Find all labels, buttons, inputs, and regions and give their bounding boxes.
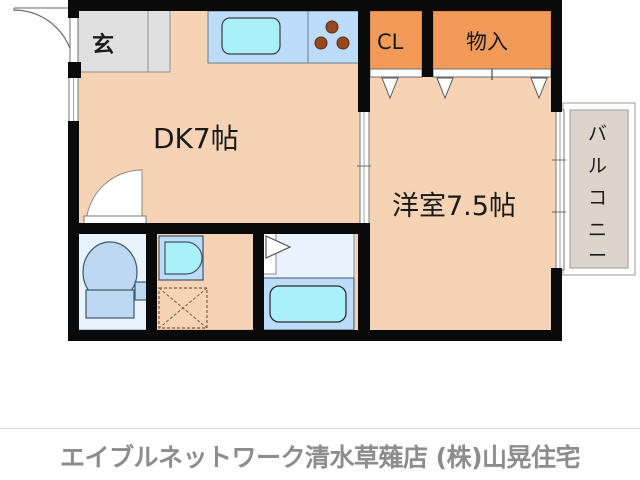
balcony-char-2: コ: [588, 187, 607, 209]
wc-group: [77, 223, 149, 331]
wall-washroom-bath-divider: [253, 223, 264, 341]
storage-label: 物入: [466, 30, 508, 54]
balcony-char-3: ニ: [588, 219, 607, 241]
wash-basin-bowl: [164, 241, 203, 275]
dk-door-swing: [85, 169, 143, 225]
bathtub: [269, 285, 347, 323]
balcony-char-4: ー: [588, 245, 607, 267]
dk-window-left: [68, 74, 79, 124]
storage-group: 物入: [432, 10, 552, 100]
washroom-group: [154, 223, 255, 331]
genkan-step: [147, 9, 171, 73]
storage-hanger-marker-left: [436, 77, 454, 100]
stove-burner-1: [325, 20, 339, 34]
genkan-group: 玄: [77, 9, 171, 73]
agency-caption: エイブルネットワーク清水草薙店 (株)山晃住宅: [59, 443, 581, 472]
wall-bottom: [68, 330, 562, 341]
storage-hanger-marker-right: [530, 77, 548, 100]
closet-cl-door[interactable]: [369, 68, 423, 78]
balcony-char-0: バ: [588, 123, 607, 145]
wall-right-bottom: [551, 268, 562, 341]
kitchen-counter-group: [207, 10, 361, 64]
bath-door-swing-marker: [265, 235, 292, 259]
wall-center-bottom: [358, 223, 370, 341]
wall-right-top: [551, 0, 562, 112]
dk-interior-door[interactable]: [83, 169, 147, 226]
wall-wc-washroom-divider: [146, 223, 157, 341]
floor-plan-svg: バ ル コ ニ ー 玄 CL: [13, 0, 636, 341]
dk-label: DK7帖: [153, 122, 239, 155]
genkan-label: 玄: [92, 32, 114, 58]
walls-group: [68, 0, 562, 341]
balcony-inner: [569, 109, 629, 269]
wall-top: [68, 0, 562, 11]
closet-cl-label: CL: [377, 30, 404, 54]
entry-door[interactable]: [13, 7, 79, 72]
kitchen-sink-basin: [221, 17, 281, 55]
wall-closet-divider: [422, 11, 433, 77]
entry-door-panel[interactable]: [69, 8, 79, 72]
wall-left-top: [68, 0, 79, 18]
wall-bath-corridor-top: [68, 223, 370, 234]
floor-plan-canvas: バ ル コ ニ ー 玄 CL: [13, 0, 636, 341]
storage-fill: [432, 10, 552, 70]
stove-counter: [307, 10, 361, 64]
bedroom-label: 洋室7.5帖: [392, 191, 516, 222]
wall-center-top: [358, 0, 370, 112]
wall-genkan-nib: [68, 62, 81, 78]
stove-burner-3: [336, 36, 350, 50]
closet-cl-hanger-marker: [381, 77, 399, 100]
balcony-group: バ ル コ ニ ー: [562, 102, 636, 276]
closet-cl-group: CL: [369, 10, 423, 100]
toilet-tank: [85, 289, 135, 319]
caption-divider: [0, 428, 640, 429]
washing-machine-space: [158, 287, 208, 329]
stove-burner-2: [314, 36, 328, 50]
balcony-char-1: ル: [588, 155, 607, 177]
caption-bar: エイブルネットワーク清水草薙店 (株)山晃住宅: [0, 432, 640, 480]
bath-group: [261, 231, 355, 331]
